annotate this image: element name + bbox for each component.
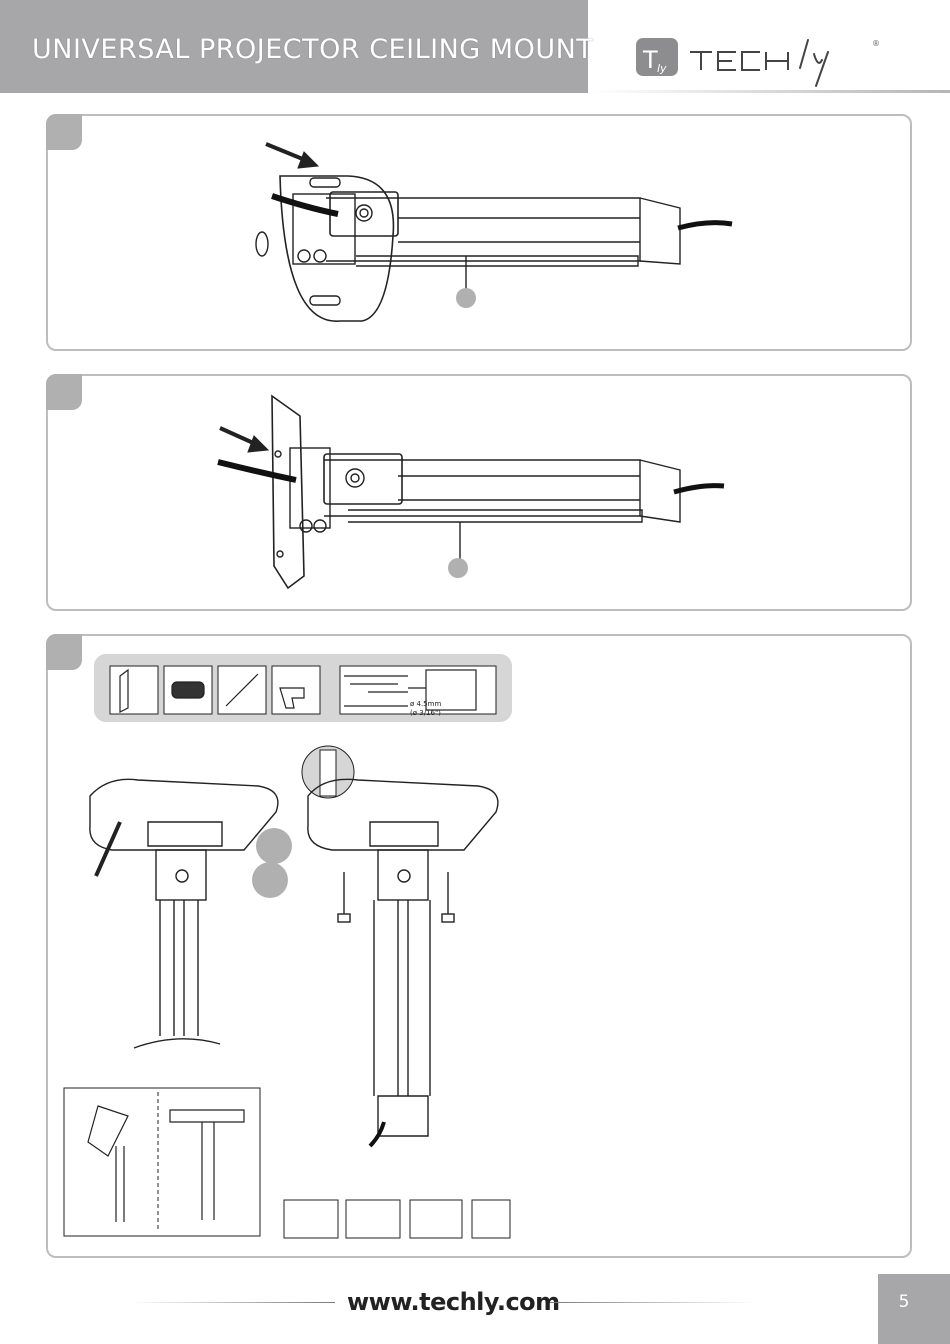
drill-size-metric: ø 4.5mm xyxy=(410,700,441,708)
step-3-illustration: ø 4.5mm (ø 3/16") xyxy=(48,636,910,1256)
drill-icon xyxy=(272,666,320,714)
logo-mark-sub: ly xyxy=(657,62,667,75)
footer-line-left xyxy=(130,1302,335,1303)
footer-url[interactable]: www.techly.com xyxy=(347,1288,560,1316)
logo-mark: T xyxy=(642,46,658,74)
step-2-illustration xyxy=(48,376,910,609)
drill-size-imperial: (ø 3/16") xyxy=(410,709,441,717)
marking-icon xyxy=(346,1200,400,1238)
header-divider xyxy=(588,90,950,93)
techly-logo: T ly ® xyxy=(636,34,884,88)
footer-line-right xyxy=(550,1302,755,1303)
ceiling-mount-right xyxy=(308,779,498,1136)
step-2-panel xyxy=(46,374,912,611)
ceiling-mount-left xyxy=(90,779,278,1048)
page-title: UNIVERSAL PROJECTOR CEILING MOUNT xyxy=(32,34,593,65)
wall-tool-icon xyxy=(110,666,158,714)
drill-small-icon xyxy=(472,1200,510,1238)
step-1-illustration xyxy=(48,116,910,349)
page-number-box: 5 xyxy=(878,1274,950,1344)
screwdriver-icon xyxy=(410,1200,462,1238)
step-3-panel: ø 4.5mm (ø 3/16") xyxy=(46,634,912,1258)
step-1-panel xyxy=(46,114,912,351)
page-number: 5 xyxy=(878,1292,930,1312)
header-bar: UNIVERSAL PROJECTOR CEILING MOUNT xyxy=(0,0,588,93)
registered-mark: ® xyxy=(872,39,880,48)
wall-icon xyxy=(284,1200,338,1238)
